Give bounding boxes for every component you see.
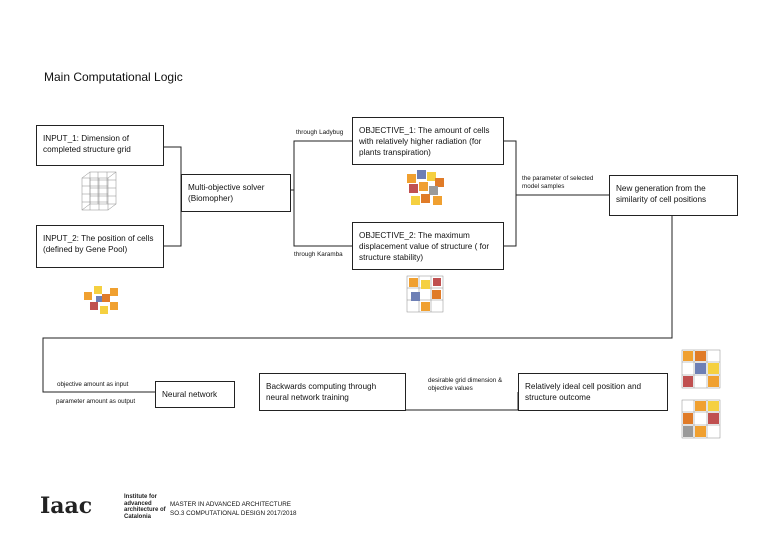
label-param-output: parameter amount as output [56, 398, 136, 405]
institute-name: Institute for advanced architecture of C… [124, 494, 166, 520]
label-selected-params: the parameter of selected model samples [522, 175, 594, 190]
backwards-box: Backwards computing through neural netwo… [259, 373, 406, 411]
label-karamba: through Karamba [294, 251, 343, 258]
outcome-box: Relatively ideal cell position and struc… [518, 373, 668, 411]
iaac-logo: Iaac [40, 494, 92, 516]
input1-text: INPUT_1: Dimension of completed structur… [43, 134, 131, 154]
label-ladybug: through Ladybug [296, 129, 344, 136]
objective1-text: OBJECTIVE_1: The amount of cells with re… [359, 126, 490, 157]
backwards-text: Backwards computing through neural netwo… [266, 382, 377, 402]
input1-box: INPUT_1: Dimension of completed structur… [36, 125, 164, 166]
newgen-box: New generation from the similarity of ce… [609, 175, 738, 216]
grid-cube-image [81, 171, 117, 211]
neural-box: Neural network [155, 381, 235, 408]
cells-image-objective1 [407, 170, 444, 205]
neural-text: Neural network [162, 390, 218, 399]
page-title: Main Computational Logic [44, 70, 183, 84]
input2-box: INPUT_2: The position of cells (defined … [36, 225, 164, 268]
solver-box: Multi-objective solver (Biomopher) [181, 174, 291, 212]
objective2-box: OBJECTIVE_2: The maximum displacement va… [352, 222, 504, 270]
label-desirable: desirable grid dimension & objective val… [428, 377, 503, 392]
input2-text: INPUT_2: The position of cells (defined … [43, 234, 154, 254]
outcome-text: Relatively ideal cell position and struc… [525, 382, 642, 402]
solver-text: Multi-objective solver (Biomopher) [188, 183, 265, 203]
cells-image-objective2 [406, 275, 444, 313]
program-info: MASTER IN ADVANCED ARCHITECTURE SO.3 COM… [170, 500, 297, 518]
label-obj-input: objective amount as input [57, 381, 129, 388]
program-line: MASTER IN ADVANCED ARCHITECTURE [170, 501, 291, 508]
cells-image-outcome-bottom [681, 399, 721, 439]
objective1-box: OBJECTIVE_1: The amount of cells with re… [352, 117, 504, 165]
newgen-text: New generation from the similarity of ce… [616, 184, 707, 204]
cells-image-input2 [84, 286, 118, 314]
cells-image-outcome-top [681, 349, 721, 389]
objective2-text: OBJECTIVE_2: The maximum displacement va… [359, 231, 490, 262]
course-line: SO.3 COMPUTATIONAL DESIGN 2017/2018 [170, 510, 297, 517]
svg-text:Iaac: Iaac [40, 494, 92, 516]
